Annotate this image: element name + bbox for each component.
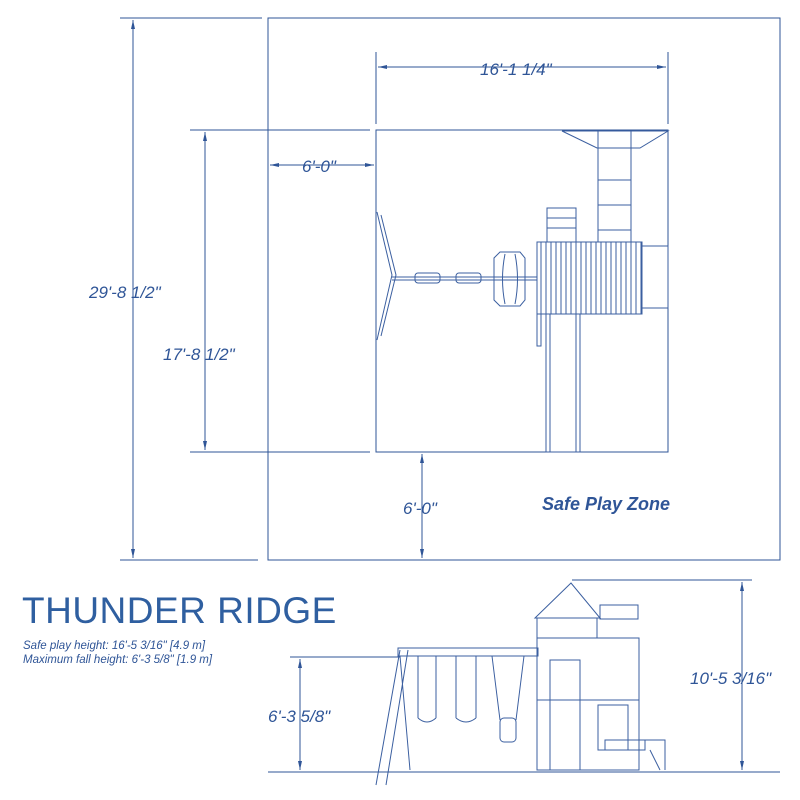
safe-play-zone-label: Safe Play Zone: [542, 494, 670, 514]
front-clearance-label: 6'-0": [403, 499, 438, 518]
side-view-drawing: [268, 579, 780, 786]
safe-play-height: Safe play height: 16'-5 3/16" [4.9 m]: [23, 640, 206, 652]
unit-depth-label: 17'-8 1/2": [163, 345, 236, 364]
product-title: THUNDER RIDGE: [22, 590, 337, 631]
total-depth-label: 29'-8 1/2": [88, 283, 162, 302]
swing-beam-height-label: 6'-3 5/8": [268, 707, 331, 726]
safe-play-zone-outline: [267, 17, 781, 561]
plan-view-drawing: [376, 130, 670, 453]
dimension-lines: [120, 17, 669, 561]
unit-footprint-outline: [375, 129, 669, 453]
unit-width-label: 16'-1 1/4": [480, 60, 553, 79]
max-fall-height: Maximum fall height: 6'-3 5/8" [1.9 m]: [23, 654, 213, 666]
overall-height-label: 10'-5 3/16": [690, 669, 772, 688]
side-clearance-label: 6'-0": [302, 157, 337, 176]
